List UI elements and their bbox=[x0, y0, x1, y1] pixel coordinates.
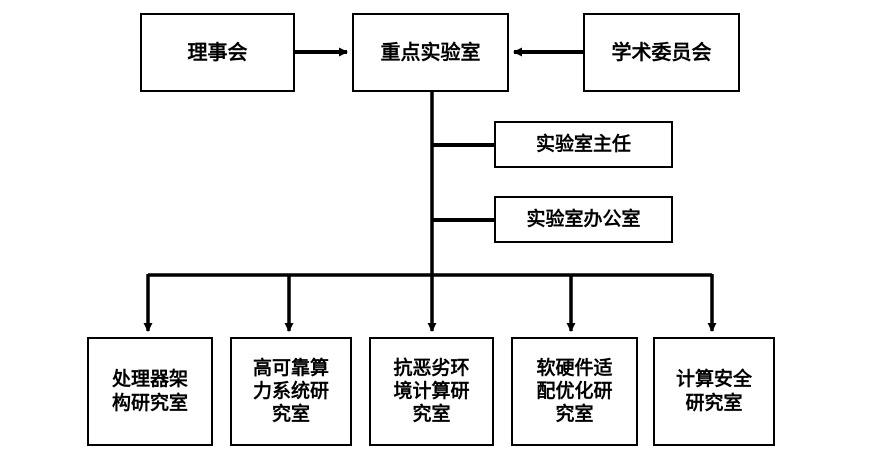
node-research-lab-5-label: 计算安全 研究室 bbox=[675, 368, 752, 414]
node-research-lab-1[interactable]: 处理器架 构研究室 bbox=[87, 337, 213, 446]
node-board-label: 理事会 bbox=[187, 40, 248, 65]
node-academic-committee[interactable]: 学术委员会 bbox=[583, 13, 740, 92]
node-academic-committee-label: 学术委员会 bbox=[611, 40, 712, 65]
node-lab-director[interactable]: 实验室主任 bbox=[494, 121, 673, 168]
connector-research-bus bbox=[143, 273, 717, 332]
node-research-lab-3[interactable]: 抗恶劣环 境计算研 究室 bbox=[369, 337, 494, 446]
node-research-lab-3-label: 抗恶劣环 境计算研 究室 bbox=[393, 356, 470, 426]
node-research-lab-2[interactable]: 高可靠算 力系统研 究室 bbox=[230, 337, 352, 446]
node-research-lab-4-label: 软硬件适 配优化研 究室 bbox=[536, 356, 613, 426]
node-lab-director-label: 实验室主任 bbox=[535, 132, 631, 155]
node-research-lab-5[interactable]: 计算安全 研究室 bbox=[653, 337, 775, 446]
node-research-lab-4[interactable]: 软硬件适 配优化研 究室 bbox=[511, 337, 638, 446]
node-board[interactable]: 理事会 bbox=[140, 13, 295, 92]
node-research-lab-1-label: 处理器架 构研究室 bbox=[111, 368, 188, 414]
node-research-lab-2-label: 高可靠算 力系统研 究室 bbox=[252, 356, 329, 426]
node-key-lab[interactable]: 重点实验室 bbox=[352, 13, 509, 92]
node-lab-office[interactable]: 实验室办公室 bbox=[494, 196, 673, 243]
node-key-lab-label: 重点实验室 bbox=[380, 40, 481, 65]
node-lab-office-label: 实验室办公室 bbox=[526, 207, 641, 230]
